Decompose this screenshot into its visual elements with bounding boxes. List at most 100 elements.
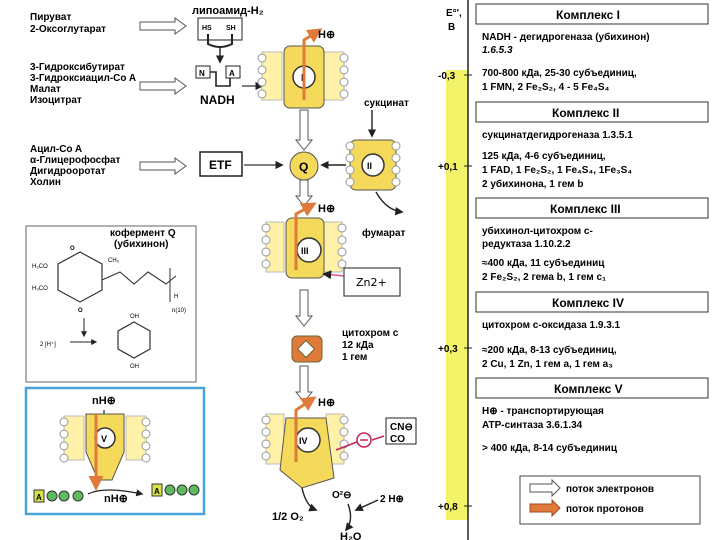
complex-III-header bbox=[475, 197, 709, 219]
complex-info-line: убихинол-цитохром с- bbox=[482, 225, 593, 237]
tick-label: +0,3 bbox=[438, 344, 458, 355]
scale-header-unit: В bbox=[448, 22, 455, 33]
substrate-item: α-Глицерофосфат bbox=[30, 154, 121, 166]
complex-info-line: 700-800 кДа, 25-30 субъединиц, bbox=[482, 67, 637, 79]
complex-IV-number: IV bbox=[299, 436, 308, 446]
proton-flow-legend-icon bbox=[529, 498, 561, 518]
substrate-group-3: Ацил-Co A α-Глицерофосфат Дигидрооротат … bbox=[30, 144, 121, 188]
hs-label: HS bbox=[202, 25, 212, 32]
substrate-arrows bbox=[139, 17, 187, 175]
complex-info-line: ≈200 кДа, 8-13 субъединиц, bbox=[482, 344, 617, 356]
complex-info-line: 2 Cu, 1 Zn, 1 гем a, 1 гем a₃ bbox=[482, 359, 613, 370]
coenzyme-q-subtitle: (убихинон) bbox=[114, 238, 168, 250]
complex-II-number: II bbox=[367, 161, 372, 171]
h-plus-label-2: H⊕ bbox=[318, 203, 335, 215]
legend-protons-label: поток протонов bbox=[566, 504, 644, 515]
svg-text:H₃CO: H₃CO bbox=[32, 286, 48, 292]
o2-label: 1/2 O₂ bbox=[272, 511, 304, 523]
complex-IV-title: Комплекс IV bbox=[552, 296, 624, 310]
coenzyme-q-panel: кофермент Q (убихинон) H₃CO H₃CO CH₃ H n… bbox=[25, 225, 197, 383]
complex-I-graphic: I H⊕ bbox=[257, 28, 349, 109]
complex-info-line: редуктаза 1.10.2.2 bbox=[482, 239, 571, 250]
complex-IV-graphic: IV H⊕ bbox=[261, 396, 349, 489]
two-h-plus-label: 2 H⊕ bbox=[380, 494, 404, 505]
svg-text:OH: OH bbox=[130, 364, 139, 370]
complex-info-line: 1 FMN, 2 Fe₂S₂, 4 - 5 Fe₄S₄ bbox=[482, 82, 610, 93]
complex-I-header bbox=[475, 3, 709, 25]
complex-info-line: 2 Fe₂S₂, 2 гема b, 1 гем c₁ bbox=[482, 272, 606, 283]
complex-info-line: > 400 кДа, 8-14 субъединиц bbox=[482, 442, 618, 454]
complex-info-line: ATP-синтаза 3.6.1.34 bbox=[482, 420, 583, 431]
nadh-structure: N A NADH bbox=[195, 65, 241, 107]
inhibitor-box bbox=[385, 417, 417, 445]
electron-flow-legend-icon bbox=[529, 478, 561, 498]
potential-scale: E°', В -0,3 +0,1 +0,3 +0,8 bbox=[438, 0, 472, 540]
tick-label: +0,8 bbox=[438, 502, 458, 513]
complex-II-title: Комплекс II bbox=[552, 106, 619, 120]
complex-info-line: сукцинатдегидрогеназа 1.3.5.1 bbox=[482, 130, 633, 141]
svg-text:n(10): n(10) bbox=[172, 308, 186, 314]
substrate-item: 3-Гидроксибутират bbox=[30, 61, 125, 73]
complex-info-line: NADH - дегидрогеназа (убихинон) bbox=[482, 31, 650, 43]
nh-top-label: nH⊕ bbox=[92, 395, 116, 407]
svg-text:O: O bbox=[70, 246, 75, 252]
adp-a-label: A bbox=[36, 493, 42, 502]
h-plus-label-1: H⊕ bbox=[318, 29, 335, 41]
substrate-item: 2-Оксоглутарат bbox=[30, 24, 106, 35]
complex-III-number: III bbox=[301, 246, 309, 256]
substrate-item: Холин bbox=[30, 177, 61, 188]
svg-text:цитохром c: цитохром c bbox=[342, 328, 399, 339]
h-plus-label-3: H⊕ bbox=[318, 397, 335, 409]
complex-info-line: 125 кДа, 4-6 субъединиц, bbox=[482, 150, 606, 162]
complex-info-line: цитохром с-оксидаза 1.9.3.1 bbox=[482, 320, 621, 331]
q-label: Q bbox=[299, 160, 308, 174]
svg-text:12 кДа: 12 кДа bbox=[342, 340, 374, 351]
zn-label: Zn2+ bbox=[356, 276, 387, 289]
complex-V-number: V bbox=[101, 434, 107, 444]
a-label: A bbox=[229, 69, 235, 78]
complex-V-title: Комплекс V bbox=[554, 382, 623, 396]
coenzyme-q-title: кофермент Q bbox=[110, 227, 176, 239]
complex-info-line: 1 FAD, 1 Fe₂S₂, 1 Fe₄S₄, 1Fe₃S₄ bbox=[482, 165, 632, 176]
substrate-group-1: Пируват 2-Оксоглутарат bbox=[30, 12, 106, 35]
svg-text:H₃CO: H₃CO bbox=[32, 264, 48, 270]
svg-text:O: O bbox=[78, 308, 83, 314]
legend-electrons-label: поток электронов bbox=[566, 484, 654, 495]
svg-text:2 [H⁺]: 2 [H⁺] bbox=[40, 341, 56, 348]
succinate-label: сукцинат bbox=[364, 98, 409, 109]
complex-II-graphic: II bbox=[345, 139, 401, 191]
tick-label: +0,1 bbox=[438, 162, 458, 173]
substrate-group-2: 3-Гидроксибутират 3-Гидроксиацил-Co A Ма… bbox=[30, 61, 136, 106]
substrate-item: Малат bbox=[30, 84, 61, 95]
complex-info-line: 1.6.5.3 bbox=[482, 45, 513, 56]
electron-flow-arrows bbox=[294, 109, 314, 403]
substrate-item: Дигидрооротат bbox=[30, 166, 106, 177]
arrow-group2 bbox=[139, 77, 187, 95]
substrate-item: 3-Гидроксиацил-Co A bbox=[30, 73, 136, 84]
arrow-group3 bbox=[139, 157, 187, 175]
arrow-group1 bbox=[139, 17, 187, 35]
svg-text:OH: OH bbox=[130, 314, 139, 320]
nh-bottom-label: nH⊕ bbox=[104, 493, 128, 505]
zn-pointer bbox=[322, 270, 345, 280]
scale-header-e: E°', bbox=[446, 8, 462, 19]
cn-label: CN⊖ bbox=[390, 422, 413, 433]
ubiquinone-pool bbox=[289, 151, 319, 181]
svg-text:1 гем: 1 гем bbox=[342, 352, 367, 363]
complex-III-graphic: III H⊕ bbox=[261, 202, 347, 279]
complex-IV-header bbox=[475, 291, 709, 313]
svg-text:CH₃: CH₃ bbox=[108, 258, 120, 264]
zn-annotation-box bbox=[343, 267, 401, 297]
sh-label: SH bbox=[226, 25, 236, 32]
o2-minus-label: O²⊖ bbox=[332, 490, 352, 501]
atp-a-label: A bbox=[154, 487, 160, 496]
svg-text:H: H bbox=[174, 294, 178, 300]
o2-arrow bbox=[301, 487, 318, 512]
etf-label: ETF bbox=[209, 158, 232, 172]
complex-info-line: 2 убихинона, 1 гем b bbox=[482, 178, 583, 190]
fumarate-label: фумарат bbox=[362, 227, 406, 239]
complex-I-title: Комплекс I bbox=[556, 8, 620, 22]
complex-info-line: H⊕ - транспортирующая bbox=[482, 406, 604, 417]
